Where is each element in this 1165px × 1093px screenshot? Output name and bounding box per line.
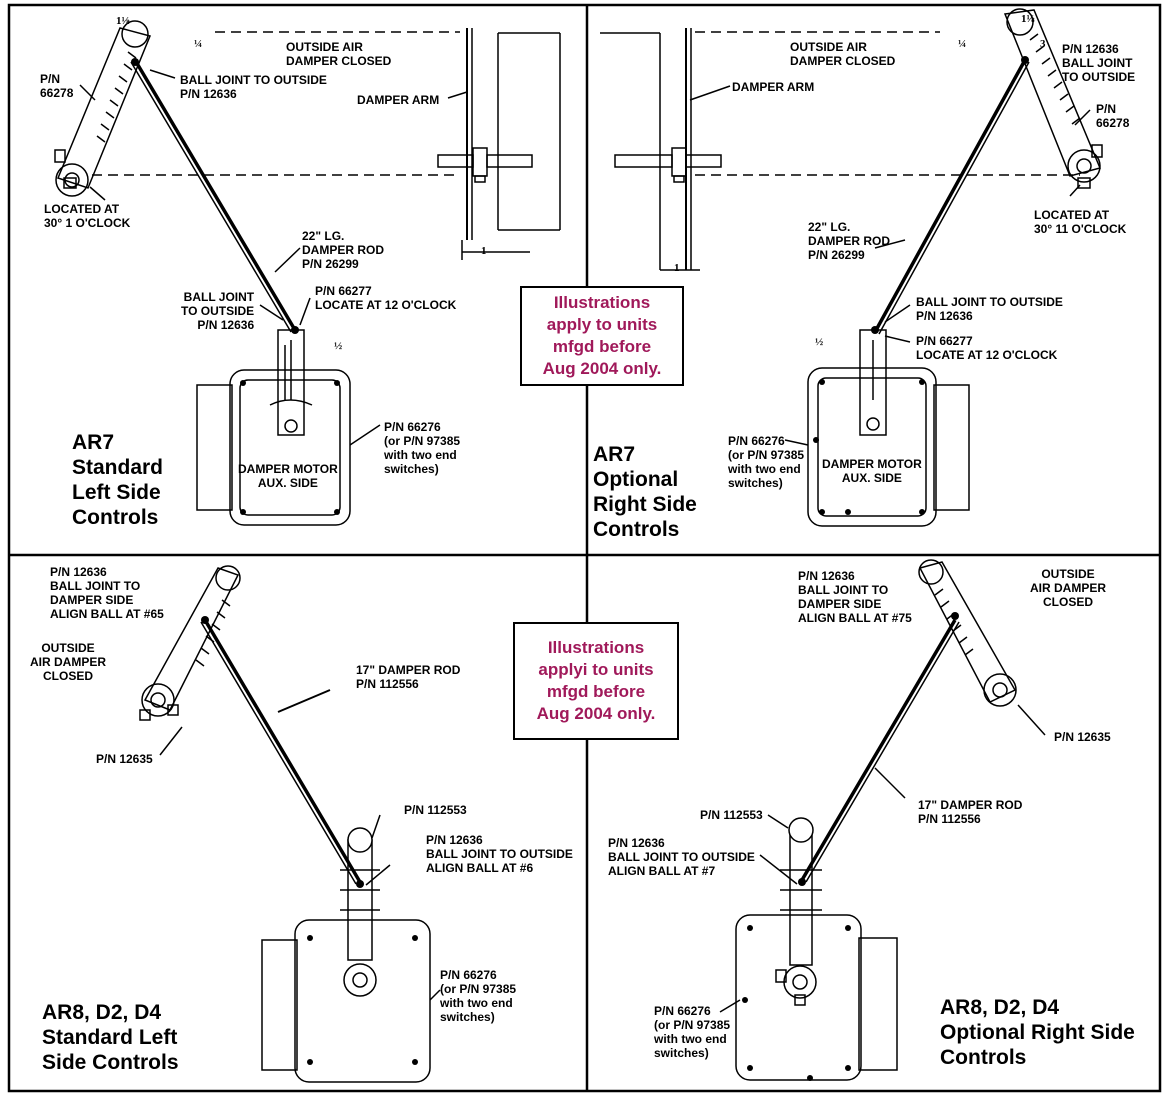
q4-ball-joint-top-label: P/N 12636 BALL JOINT TO DAMPER SIDE ALIG… bbox=[798, 569, 912, 625]
q3-outside-air-damper-label: OUTSIDE AIR DAMPER CLOSED bbox=[30, 641, 107, 683]
q2-located-at-label: LOCATED AT 30° 11 O'CLOCK bbox=[1034, 208, 1127, 236]
q1-dim-1-2: ½ bbox=[334, 340, 343, 352]
mounting-screws bbox=[131, 56, 1029, 1081]
q3-title: AR8, D2, D4 Standard Left Side Controls bbox=[42, 1001, 179, 1074]
q3-damper-rod-label: 17" DAMPER ROD P/N 112556 bbox=[356, 663, 461, 691]
q3-ball-joint-top-label: P/N 12636 BALL JOINT TO DAMPER SIDE ALIG… bbox=[50, 565, 164, 621]
outer-frame bbox=[7, 3, 1162, 1093]
q3-pn-66276-label: P/N 66276 (or P/N 97385 with two end swi… bbox=[440, 968, 517, 1024]
q2-title: AR7 Optional Right Side Controls bbox=[593, 443, 697, 541]
q2-damper-rod-label: 22" LG. DAMPER ROD P/N 26299 bbox=[808, 220, 891, 262]
q2-outside-air-damper-label: OUTSIDE AIR DAMPER CLOSED bbox=[790, 40, 896, 68]
q2-ball-joint-top-label: P/N 12636 BALL JOINT TO OUTSIDE bbox=[1062, 42, 1136, 84]
q1-damper-rod bbox=[133, 59, 297, 331]
q4-title: AR8, D2, D4 Optional Right Side Controls bbox=[940, 996, 1135, 1069]
q4-pn-12635-label: P/N 12635 bbox=[1054, 730, 1111, 744]
q2-damper-rod bbox=[873, 59, 1027, 333]
q2-pn-66278-label: P/N 66278 bbox=[1096, 102, 1130, 130]
q3-damper-rod bbox=[203, 619, 362, 883]
q1-dim-1-4: ¼ bbox=[194, 38, 203, 50]
q2-pn-66277-label: P/N 66277 LOCATE AT 12 O'CLOCK bbox=[916, 334, 1058, 362]
q4-damper-rod-label: 17" DAMPER ROD P/N 112556 bbox=[918, 798, 1023, 826]
q2-ball-joint-bottom-label: BALL JOINT TO OUTSIDE P/N 12636 bbox=[916, 295, 1063, 323]
q2-dim-3: 3 bbox=[1040, 38, 1046, 50]
q1-drawing bbox=[54, 20, 561, 526]
note-top-text: Illustrations apply to units mfgd before… bbox=[542, 293, 662, 378]
q4-outside-air-damper-label: OUTSIDE AIR DAMPER CLOSED bbox=[1030, 567, 1107, 609]
q1-motor-label: DAMPER MOTOR AUX. SIDE bbox=[238, 462, 338, 490]
q4-pn-112553-label: P/N 112553 bbox=[700, 808, 763, 822]
q3-motor-arm bbox=[347, 839, 373, 961]
q2-pn-66276-label: P/N 66276 (or P/N 97385 with two end swi… bbox=[728, 434, 805, 490]
q2-damper-arm-label: DAMPER ARM bbox=[732, 80, 815, 94]
q1-located-at-label: LOCATED AT 30° 1 O'CLOCK bbox=[44, 202, 131, 230]
q1-title: AR7 Standard Left Side Controls bbox=[72, 431, 164, 529]
q1-sector-arm bbox=[56, 27, 152, 189]
q1-pn-66276-label: P/N 66276 (or P/N 97385 with two end swi… bbox=[384, 420, 461, 476]
q1-ball-joint-bottom-label: BALL JOINT TO OUTSIDE P/N 12636 bbox=[181, 290, 255, 332]
q1-dim-1-1-8: 1⅛ bbox=[116, 15, 130, 27]
q2-drawing bbox=[600, 8, 1103, 527]
q3-drawing bbox=[139, 565, 441, 1083]
q4-motor-arm bbox=[789, 829, 813, 966]
q1-dim-1: 1 bbox=[481, 245, 487, 257]
q1-damper-motor bbox=[229, 369, 351, 526]
q2-dim-1: 1 bbox=[674, 262, 680, 274]
note-bottom-text: Illustrations applyi to units mfgd befor… bbox=[536, 638, 656, 723]
q1-damper-arm-label: DAMPER ARM bbox=[357, 93, 440, 107]
q2-dim-1-4: ¼ bbox=[958, 38, 967, 50]
note-box-top: Illustrations apply to units mfgd before… bbox=[520, 286, 684, 386]
q2-motor-label: DAMPER MOTOR AUX. SIDE bbox=[822, 457, 922, 485]
q3-damper-motor bbox=[294, 919, 431, 1083]
q4-damper-rod bbox=[800, 619, 957, 881]
q3-pn-112553-label: P/N 112553 bbox=[404, 803, 467, 817]
q2-dim-1-1-8: 1⅛ bbox=[1021, 13, 1035, 25]
q2-dim-1-2: ½ bbox=[815, 336, 824, 348]
q3-pn-12635-label: P/N 12635 bbox=[96, 752, 153, 766]
note-box-bottom: Illustrations applyi to units mfgd befor… bbox=[513, 622, 679, 740]
q1-pn-66278-label: P/N 66278 bbox=[40, 72, 74, 100]
q4-ball-joint-bottom-label: P/N 12636 BALL JOINT TO OUTSIDE ALIGN BA… bbox=[608, 836, 755, 878]
q1-damper-rod-label: 22" LG. DAMPER ROD P/N 26299 bbox=[302, 229, 385, 271]
q4-drawing bbox=[719, 559, 1046, 1081]
q1-ball-joint-top-label: BALL JOINT TO OUTSIDE P/N 12636 bbox=[180, 73, 327, 101]
q3-ball-joint-bottom-label: P/N 12636 BALL JOINT TO OUTSIDE ALIGN BA… bbox=[426, 833, 573, 875]
q4-pn-66276-label: P/N 66276 (or P/N 97385 with two end swi… bbox=[654, 1004, 731, 1060]
q1-pn-66277-label: P/N 66277 LOCATE AT 12 O'CLOCK bbox=[315, 284, 457, 312]
q4-sector-arm bbox=[918, 561, 1017, 703]
q1-outside-air-damper-label: OUTSIDE AIR DAMPER CLOSED bbox=[286, 40, 392, 68]
q2-damper-motor bbox=[807, 367, 937, 527]
q4-damper-motor bbox=[735, 914, 862, 1081]
